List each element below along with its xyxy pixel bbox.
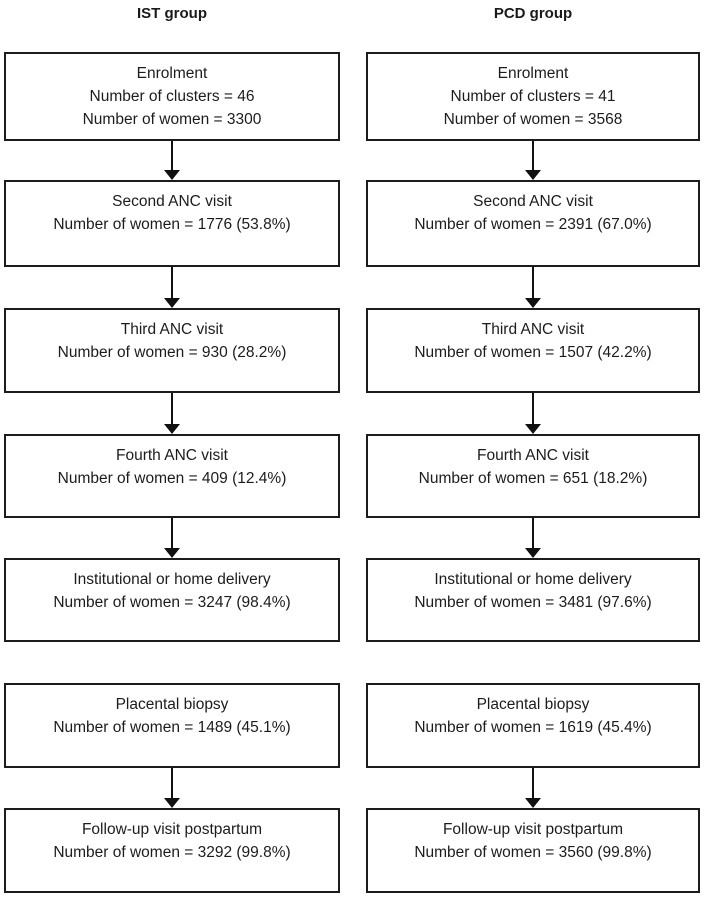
flow-box-enrolment: Enrolment Number of clusters = 46 Number… xyxy=(4,52,340,141)
down-arrow-icon xyxy=(525,393,541,434)
down-arrow-icon xyxy=(164,518,180,558)
box-line: Number of women = 2391 (67.0%) xyxy=(414,216,652,233)
flow-box-third-anc-visit: Third ANC visit Number of women = 1507 (… xyxy=(366,308,700,393)
down-arrow-icon xyxy=(164,393,180,434)
box-line: Third ANC visit xyxy=(120,321,224,338)
box-line: Enrolment xyxy=(497,65,569,82)
flow-box-followup-postpartum: Follow-up visit postpartum Number of wom… xyxy=(4,808,340,893)
box-line: Number of women = 651 (18.2%) xyxy=(418,470,648,487)
box-line: Follow-up visit postpartum xyxy=(81,821,263,838)
box-line: Institutional or home delivery xyxy=(434,571,632,588)
box-line: Placental biopsy xyxy=(476,696,590,713)
arrow-shaft xyxy=(171,768,173,799)
flow-box-second-anc-visit: Second ANC visit Number of women = 2391 … xyxy=(366,180,700,267)
box-line: Number of women = 3300 xyxy=(82,111,262,128)
arrow-head xyxy=(525,548,541,558)
flow-box-third-anc-visit: Third ANC visit Number of women = 930 (2… xyxy=(4,308,340,393)
box-line: Number of women = 930 (28.2%) xyxy=(57,344,287,361)
box-line: Fourth ANC visit xyxy=(477,447,589,464)
arrow-shaft xyxy=(532,393,534,425)
flow-box-followup-postpartum: Follow-up visit postpartum Number of wom… xyxy=(366,808,700,893)
box-line: Second ANC visit xyxy=(473,193,593,210)
flow-box-fourth-anc-visit: Fourth ANC visit Number of women = 409 (… xyxy=(4,434,340,518)
flow-box-fourth-anc-visit: Fourth ANC visit Number of women = 651 (… xyxy=(366,434,700,518)
arrow-head xyxy=(164,548,180,558)
box-line: Number of clusters = 41 xyxy=(450,88,616,105)
arrow-shaft xyxy=(532,141,534,171)
pcd-column: PCD group Enrolment Number of clusters =… xyxy=(366,0,700,901)
down-arrow-icon xyxy=(164,768,180,808)
down-arrow-icon xyxy=(525,141,541,180)
flow-box-placental-biopsy: Placental biopsy Number of women = 1619 … xyxy=(366,683,700,768)
down-arrow-icon xyxy=(164,141,180,180)
arrow-shaft xyxy=(532,768,534,799)
down-arrow-icon xyxy=(525,518,541,558)
arrow-head xyxy=(525,424,541,434)
ist-column: IST group Enrolment Number of clusters =… xyxy=(4,0,340,901)
flow-box-enrolment: Enrolment Number of clusters = 41 Number… xyxy=(366,52,700,141)
flow-box-second-anc-visit: Second ANC visit Number of women = 1776 … xyxy=(4,180,340,267)
ist-column-title: IST group xyxy=(137,5,207,22)
box-line: Number of women = 3481 (97.6%) xyxy=(414,594,652,611)
pcd-column-title: PCD group xyxy=(493,5,573,22)
flow-box-placental-biopsy: Placental biopsy Number of women = 1489 … xyxy=(4,683,340,768)
down-arrow-icon xyxy=(525,267,541,308)
box-line: Number of women = 409 (12.4%) xyxy=(57,470,287,487)
arrow-head xyxy=(164,424,180,434)
arrow-head xyxy=(525,170,541,180)
box-line: Number of women = 1776 (53.8%) xyxy=(53,216,291,233)
down-arrow-icon xyxy=(525,768,541,808)
box-line: Number of women = 1489 (45.1%) xyxy=(53,719,291,736)
box-line: Number of women = 1507 (42.2%) xyxy=(414,344,652,361)
down-arrow-icon xyxy=(164,267,180,308)
box-line: Third ANC visit xyxy=(481,321,585,338)
box-line: Number of women = 1619 (45.4%) xyxy=(414,719,652,736)
box-line: Enrolment xyxy=(136,65,208,82)
arrow-shaft xyxy=(171,267,173,299)
arrow-shaft xyxy=(532,518,534,549)
arrow-shaft xyxy=(171,393,173,425)
box-line: Number of women = 3247 (98.4%) xyxy=(53,594,291,611)
box-line: Number of women = 3568 xyxy=(443,111,623,128)
box-line: Number of women = 3560 (99.8%) xyxy=(414,844,652,861)
box-line: Institutional or home delivery xyxy=(73,571,271,588)
arrow-shaft xyxy=(171,518,173,549)
arrow-head xyxy=(164,170,180,180)
arrow-shaft xyxy=(532,267,534,299)
box-line: Follow-up visit postpartum xyxy=(442,821,624,838)
box-line: Fourth ANC visit xyxy=(116,447,228,464)
flow-box-delivery: Institutional or home delivery Number of… xyxy=(366,558,700,642)
box-line: Number of clusters = 46 xyxy=(89,88,255,105)
box-line: Second ANC visit xyxy=(112,193,232,210)
arrow-head xyxy=(164,298,180,308)
flow-box-delivery: Institutional or home delivery Number of… xyxy=(4,558,340,642)
arrow-shaft xyxy=(171,141,173,171)
arrow-head xyxy=(164,798,180,808)
box-line: Number of women = 3292 (99.8%) xyxy=(53,844,291,861)
box-line: Placental biopsy xyxy=(115,696,229,713)
arrow-head xyxy=(525,798,541,808)
arrow-head xyxy=(525,298,541,308)
